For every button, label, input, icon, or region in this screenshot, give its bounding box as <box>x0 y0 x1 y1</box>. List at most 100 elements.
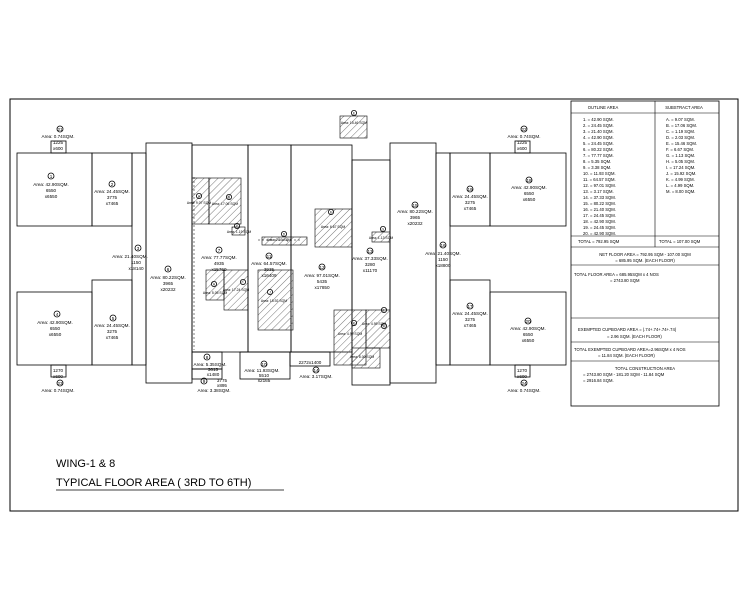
svg-text:E. = 15.46 SQM.: E. = 15.46 SQM. <box>666 141 697 146</box>
svg-text:19. = 24.45 SQM.: 19. = 24.45 SQM. <box>583 225 616 230</box>
svg-text:= 685.95 SQM. (EACH FLOOR): = 685.95 SQM. (EACH FLOOR) <box>615 258 675 263</box>
room-24-dim2: x600 <box>517 374 527 379</box>
room-19-dim1: 3275 <box>465 200 476 205</box>
room-7-dim2: x15760 <box>211 267 227 272</box>
svg-text:M: M <box>383 325 386 329</box>
room-13-num: 13 <box>367 249 373 254</box>
svg-text:7. = 77.77 SQM.: 7. = 77.77 SQM. <box>583 153 614 158</box>
room-18-dim2: x6550 <box>523 197 536 202</box>
room-8-num: 8 <box>206 355 209 360</box>
room-12-dim1: 5435 <box>317 279 328 284</box>
room-19-num: 19 <box>467 187 473 192</box>
room-21-dim2: x600 <box>53 146 63 151</box>
room-17-num: 17 <box>467 304 473 309</box>
subtract-labels: A Area: 9.07 SQM B Area: 17.06 SQM C Are… <box>187 110 393 359</box>
subtract-d <box>261 236 308 246</box>
svg-text:F: F <box>330 211 332 215</box>
room-20-dim1: 6550 <box>523 332 534 337</box>
subtract-j <box>257 269 294 331</box>
room-9 <box>191 368 223 380</box>
room-16-dim2: x18800 <box>435 263 451 268</box>
room-22-num: 22 <box>521 127 527 132</box>
svg-text:3. = 21.40 SQM.: 3. = 21.40 SQM. <box>583 129 614 134</box>
room-24-area: Area: 0.74SQM. <box>508 388 541 393</box>
svg-text:= 2743.80 SQM - 181.20 SQM - 1: = 2743.80 SQM - 181.20 SQM - 11.84 SQM <box>583 372 665 377</box>
room-8-dim2: x1480 <box>207 372 220 377</box>
room-6-dim2: x20232 <box>160 287 176 292</box>
svg-text:17. = 24.45 SQM.: 17. = 24.45 SQM. <box>583 213 616 218</box>
room-5-dim1: 3275 <box>107 329 118 334</box>
room-3 <box>131 152 147 366</box>
room-16-dim1: 1150 <box>438 257 448 262</box>
room-2-dim2: x7465 <box>106 201 119 206</box>
svg-text:Area: 8.00 SQM: Area: 8.00 SQM <box>350 355 374 359</box>
svg-text:K: K <box>353 322 356 326</box>
svg-text:L: L <box>383 309 385 313</box>
room-10-area: Area: 11.93SQM. <box>244 368 279 373</box>
svg-text:EXEMPTED CUPBOARD AREA = (.74+: EXEMPTED CUPBOARD AREA = (.74+.74+.74+.7… <box>578 327 677 332</box>
total-subtract: TOTAL = 107.00 SQM <box>659 239 701 244</box>
room-13-dim2: x11170 <box>363 268 378 273</box>
room-18-area: Area: 42.90SQM. <box>511 185 547 190</box>
svg-text:Area: 1.13 SQM: Area: 1.13 SQM <box>369 236 393 240</box>
room-3-dim2: x18140 <box>128 266 144 271</box>
drawing-title: WING-1 & 8 TYPICAL FLOOR AREA ( 3RD TO 6… <box>56 458 284 491</box>
room-2-num: 2 <box>111 182 114 187</box>
room-19-dim2: x7465 <box>464 206 477 211</box>
room-18-dim1: 6550 <box>524 191 535 196</box>
room-4-dim2: x6550 <box>49 332 62 337</box>
room-3-dim1: 1150 <box>131 260 141 265</box>
room-23-num: 23 <box>57 381 63 386</box>
svg-text:13. = 3.17 SQM.: 13. = 3.17 SQM. <box>583 189 614 194</box>
svg-text:Area: 17.24 SQM: Area: 17.24 SQM <box>223 288 249 292</box>
room-15-dim2: x20232 <box>407 221 423 226</box>
svg-text:14. = 37.33 SQM.: 14. = 37.33 SQM. <box>583 195 616 200</box>
room-6-dim1: 3965 <box>163 281 174 286</box>
room-11-area: Area: 64.57SQM. <box>251 261 287 266</box>
svg-text:Area: 15.46 SQM: Area: 15.46 SQM <box>341 121 367 125</box>
svg-text:C: C <box>236 225 239 229</box>
room-20-area: Area: 42.90SQM. <box>510 326 546 331</box>
room-23-dim1: 1270 <box>53 368 64 373</box>
room-1-dim1: 6550 <box>46 188 57 193</box>
room-15-area: Area: 80.22SQM. <box>397 209 433 214</box>
svg-text:4. = 42.90 SQM.: 4. = 42.90 SQM. <box>583 135 614 140</box>
svg-text:= 11.84 SQM. (EACH FLOOR): = 11.84 SQM. (EACH FLOOR) <box>598 353 655 358</box>
room-24-dim1: 1270 <box>517 368 528 373</box>
svg-text:Area: 2.03 SQM: Area: 2.03 SQM <box>267 238 291 242</box>
svg-text:D: D <box>283 233 286 237</box>
room-6-area: Area: 80.22SQM. <box>150 275 186 280</box>
total-outline: TOTAL = 792.95 SQM <box>578 239 620 244</box>
svg-text:H: H <box>213 283 216 287</box>
room-24 <box>514 364 531 378</box>
svg-text:E: E <box>353 112 356 116</box>
subtract-e <box>339 115 368 139</box>
room-7-dim1: 4935 <box>214 261 225 266</box>
svg-text:Area: 15.92 SQM: Area: 15.92 SQM <box>261 299 287 303</box>
room-17-dim2: x7465 <box>464 323 477 328</box>
room-1-dim2: x6550 <box>45 194 58 199</box>
room-21-num: 21 <box>57 127 63 132</box>
room-14-area: Area: 3.17SQM. <box>300 374 333 379</box>
svg-text:M. = 8.00 SQM.: M. = 8.00 SQM. <box>666 189 695 194</box>
room-5-num: 5 <box>112 316 115 321</box>
svg-text:Area: 17.06 SQM: Area: 17.06 SQM <box>212 202 238 206</box>
room-1-area: Area: 42.90SQM. <box>33 182 69 187</box>
room-13-area: Area: 37.33SQM. <box>352 256 388 261</box>
room-15-dim1: 3965 <box>410 215 421 220</box>
room-16-area: Area: 21.40SQM. <box>425 251 461 256</box>
room-9-dim2: x895 <box>217 383 227 388</box>
svg-text:20. = 42.90 SQM.: 20. = 42.90 SQM. <box>583 231 616 236</box>
room-2-area: Area: 24.45SQM. <box>94 189 130 194</box>
svg-text:J. = 15.92 SQM.: J. = 15.92 SQM. <box>666 171 696 176</box>
room-labels: 1 Area: 42.90SQM. 6550 x6550 2 Area: 24.… <box>33 125 547 393</box>
room-12-dim2: x17850 <box>314 285 330 290</box>
room-10-num: 10 <box>261 362 267 367</box>
room-16-num: 16 <box>440 243 446 248</box>
room-19-area: Area: 24.45SQM. <box>452 194 488 199</box>
room-20-dim2: x6550 <box>522 338 535 343</box>
svg-text:5. = 24.45 SQM.: 5. = 24.45 SQM. <box>583 141 614 146</box>
table-header-subtract: SUBSTRACT AREA <box>665 105 703 110</box>
subtract-g <box>371 231 391 243</box>
svg-text:B. = 17.06 SQM.: B. = 17.06 SQM. <box>666 123 697 128</box>
